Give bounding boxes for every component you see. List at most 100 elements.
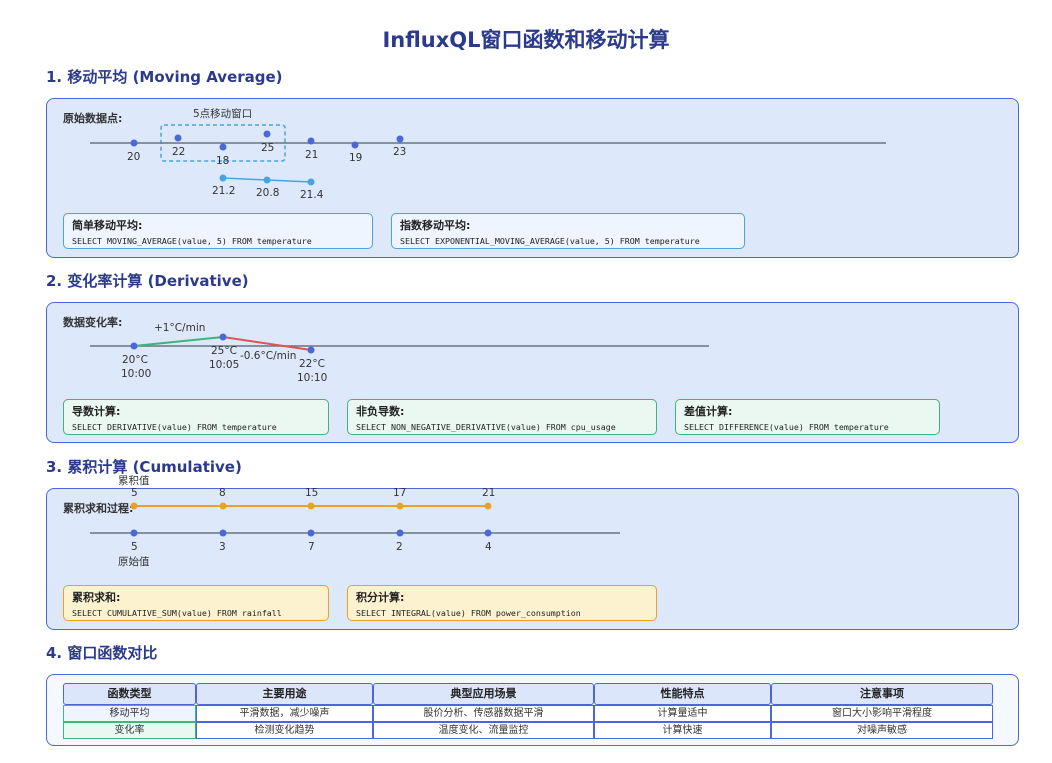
raw-value-label: 18 — [216, 155, 230, 167]
box-code: SELECT DIFFERENCE(value) FROM temperatur… — [684, 422, 889, 432]
cumulative-value-label: 8 — [219, 487, 226, 499]
cumulative-label: 累积求和过程: — [63, 502, 134, 515]
section-title-derivative: 2. 变化率计算 (Derivative) — [46, 272, 249, 290]
avg-data-point — [263, 176, 271, 184]
cumulative-value-label: 21 — [482, 487, 496, 499]
box-title: 累积求和: — [72, 591, 121, 604]
raw-data-point — [484, 529, 492, 537]
window-label: 5点移动窗口 — [193, 108, 253, 120]
avg-value-label: 21.4 — [300, 189, 324, 201]
raw-data-point — [396, 135, 404, 143]
cumulative-sum-box: 累积求和: SELECT CUMULATIVE_SUM(value) FROM … — [63, 585, 329, 621]
raw-data-label: 原始数据点: — [63, 112, 123, 125]
table-cell: 温度变化、流量监控 — [373, 722, 594, 739]
raw-data-point — [396, 529, 404, 537]
cumulative-point — [219, 502, 227, 510]
raw-data-point — [219, 529, 227, 537]
table-header: 主要用途 — [196, 683, 373, 705]
box-code: SELECT NON_NEGATIVE_DERIVATIVE(value) FR… — [356, 422, 616, 432]
avg-value-label: 21.2 — [212, 185, 236, 197]
table-cell: 计算快速 — [594, 722, 771, 739]
avg-data-point — [219, 174, 227, 182]
raw-value-label: 19 — [349, 152, 363, 164]
integral-box: 积分计算: SELECT INTEGRAL(value) FROM power_… — [347, 585, 657, 621]
rate-down-label: -0.6°C/min — [240, 350, 297, 362]
box-code: SELECT DERIVATIVE(value) FROM temperatur… — [72, 422, 277, 432]
raw-value-label: 4 — [485, 541, 492, 553]
box-code: SELECT INTEGRAL(value) FROM power_consum… — [356, 608, 581, 618]
difference-box: 差值计算: SELECT DIFFERENCE(value) FROM temp… — [675, 399, 940, 435]
page-title: InfluxQL窗口函数和移动计算 — [382, 28, 670, 52]
box-title: 非负导数: — [356, 405, 405, 418]
raw-value-label: 5 — [131, 541, 138, 553]
point-time-label: 10:10 — [297, 372, 328, 384]
data-point — [307, 346, 315, 354]
raw-data-point — [130, 529, 138, 537]
rate-down-line — [222, 336, 312, 351]
box-title: 积分计算: — [356, 591, 405, 604]
cumulative-point — [396, 502, 404, 510]
cumulative-value-label: 5 — [131, 487, 138, 499]
avg-value-label: 20.8 — [256, 187, 280, 199]
cumulative-point — [484, 502, 492, 510]
table-cell-function: 变化率 — [63, 722, 196, 739]
box-code: SELECT CUMULATIVE_SUM(value) FROM rainfa… — [72, 608, 282, 618]
cumulative-value-title: 累积值 — [118, 475, 150, 487]
table-cell: 窗口大小影响平滑程度 — [771, 705, 993, 722]
point-time-label: 10:05 — [209, 359, 240, 371]
raw-value-label: 23 — [393, 146, 407, 158]
table-header: 函数类型 — [63, 683, 196, 705]
cumulative-point — [307, 502, 315, 510]
table-header: 性能特点 — [594, 683, 771, 705]
raw-value-label: 25 — [261, 142, 275, 154]
raw-data-point — [351, 141, 359, 149]
raw-value-label: 2 — [396, 541, 403, 553]
raw-data-point — [174, 134, 182, 142]
table-cell-function: 移动平均 — [63, 705, 196, 722]
cumulative-value-label: 17 — [393, 487, 407, 499]
table-header: 注意事项 — [771, 683, 993, 705]
comparison-table: 函数类型 主要用途 典型应用场景 性能特点 注意事项 移动平均 平滑数据，减少噪… — [46, 674, 1019, 746]
data-point — [130, 342, 138, 350]
raw-data-point — [307, 529, 315, 537]
simple-moving-average-box: 简单移动平均: SELECT MOVING_AVERAGE(value, 5) … — [63, 213, 373, 249]
section-title-moving-average: 1. 移动平均 (Moving Average) — [46, 68, 283, 86]
cumulative-value-label: 15 — [305, 487, 319, 499]
cumulative-point — [130, 502, 138, 510]
box-code: SELECT EXPONENTIAL_MOVING_AVERAGE(value,… — [400, 236, 700, 246]
derivative-label: 数据变化率: — [63, 316, 123, 329]
box-title: 差值计算: — [684, 405, 733, 418]
table-cell: 检测变化趋势 — [196, 722, 373, 739]
point-value-label: 25°C — [211, 345, 237, 357]
box-title: 导数计算: — [72, 405, 121, 418]
raw-value-label: 20 — [127, 151, 141, 163]
rate-up-label: +1°C/min — [154, 322, 206, 334]
raw-value-label: 21 — [305, 149, 319, 161]
raw-value-label: 7 — [308, 541, 315, 553]
non-negative-derivative-box: 非负导数: SELECT NON_NEGATIVE_DERIVATIVE(val… — [347, 399, 657, 435]
raw-data-point — [263, 130, 271, 138]
table-cell: 平滑数据，减少噪声 — [196, 705, 373, 722]
data-point — [219, 333, 227, 341]
exponential-moving-average-box: 指数移动平均: SELECT EXPONENTIAL_MOVING_AVERAG… — [391, 213, 745, 249]
section-title-cumulative: 3. 累积计算 (Cumulative) — [46, 458, 242, 476]
table-cell: 股价分析、传感器数据平滑 — [373, 705, 594, 722]
table-cell: 对噪声敏感 — [771, 722, 993, 739]
box-title: 简单移动平均: — [72, 219, 143, 232]
derivative-box: 导数计算: SELECT DERIVATIVE(value) FROM temp… — [63, 399, 329, 435]
point-value-label: 22°C — [299, 358, 325, 370]
box-title: 指数移动平均: — [400, 219, 471, 232]
point-time-label: 10:00 — [121, 368, 152, 380]
avg-data-point — [307, 178, 315, 186]
section-title-comparison: 4. 窗口函数对比 — [46, 644, 158, 662]
point-value-label: 20°C — [122, 354, 148, 366]
raw-value-title: 原始值 — [118, 556, 150, 568]
box-code: SELECT MOVING_AVERAGE(value, 5) FROM tem… — [72, 236, 312, 246]
raw-data-point — [130, 139, 138, 147]
table-header: 典型应用场景 — [373, 683, 594, 705]
raw-data-point — [307, 137, 315, 145]
raw-value-label: 22 — [172, 146, 186, 158]
